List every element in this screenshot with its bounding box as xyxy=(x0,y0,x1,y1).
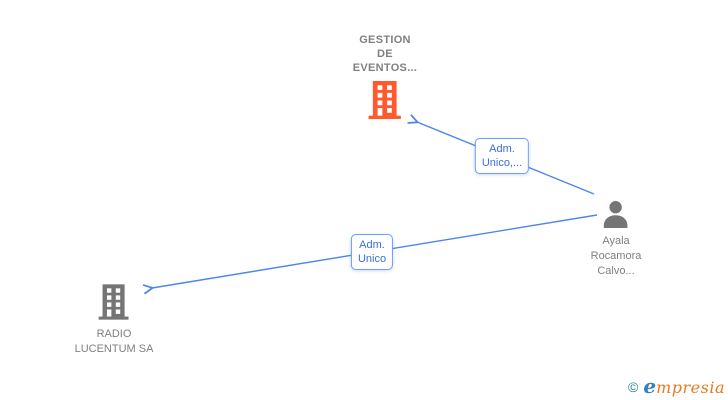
node-label-line: Calvo... xyxy=(597,265,635,277)
edge-label-line: Unico xyxy=(357,253,387,265)
building-icon[interactable] xyxy=(99,283,129,321)
person-icon[interactable] xyxy=(602,200,630,228)
edge-label-adm-unico-1[interactable]: Adm. Unico,... xyxy=(474,138,530,174)
edge-label-line: Adm. xyxy=(359,239,385,251)
watermark-brand-text[interactable]: mpresia xyxy=(656,378,725,397)
node-label-line: GESTION xyxy=(359,34,411,46)
node-label-line: RADIO xyxy=(96,328,132,340)
watermark-brand-initial[interactable]: e xyxy=(643,374,657,398)
node-label-line: LUCENTUM SA xyxy=(74,343,154,355)
building-icon-svg xyxy=(99,284,129,320)
building-icon[interactable] xyxy=(368,81,402,119)
node-label-line: Rocamora xyxy=(590,250,642,262)
node-label-line: Ayala xyxy=(602,235,630,247)
node-gestion-de-eventos[interactable]: GESTION DE EVENTOS... xyxy=(353,33,418,119)
empresia-watermark[interactable]: © e mpresia xyxy=(628,376,725,396)
building-icon-svg xyxy=(368,81,402,119)
person-icon-svg xyxy=(604,201,628,228)
node-label-line: EVENTOS... xyxy=(352,62,418,74)
node-ayala-rocamora-calvo[interactable]: Ayala Rocamora Calvo... xyxy=(591,200,642,279)
node-ayala-label[interactable]: Ayala Rocamora Calvo... xyxy=(591,234,642,279)
edge-label-line: Unico,... xyxy=(481,157,523,169)
node-label-line: DE xyxy=(377,48,393,60)
node-gestion-label[interactable]: GESTION DE EVENTOS... xyxy=(353,33,418,75)
edge-label-line: Adm. xyxy=(489,143,515,155)
node-radio-lucentum-sa[interactable]: RADIO LUCENTUM SA xyxy=(75,283,154,357)
copyright-icon: © xyxy=(628,379,639,395)
node-radio-label[interactable]: RADIO LUCENTUM SA xyxy=(75,327,154,357)
edge-label-adm-unico-2[interactable]: Adm. Unico xyxy=(350,234,394,270)
